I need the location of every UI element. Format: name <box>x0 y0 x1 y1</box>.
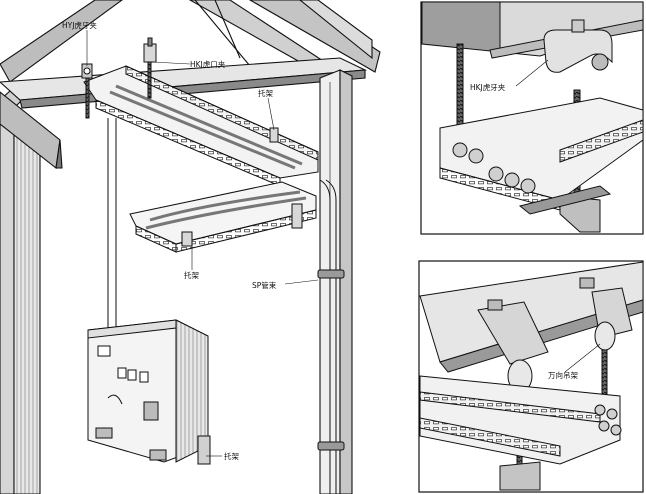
label-hkj-clamp: HKJ虎口夹 <box>190 59 226 69</box>
label-detail-hkj: HKJ虎牙夹 <box>470 82 506 92</box>
detail-top-structure <box>421 1 644 233</box>
sp-pipe-clips <box>317 269 345 451</box>
detail-bottom-structure <box>419 261 644 491</box>
label-hyj-clamp: HYJ虎牙夹 <box>62 20 97 30</box>
detail-top-leader <box>515 59 549 87</box>
electrical-cabinet <box>87 319 211 465</box>
label-bracket-mid: 托架 <box>184 270 199 280</box>
hanger-hardware <box>81 37 303 247</box>
main-view: HYJ虎牙夹 HKJ虎口夹 托架 托架 SP管束 托架 <box>0 0 381 494</box>
label-bracket-top: 托架 <box>258 88 273 98</box>
detail-bottom-frame <box>418 260 644 493</box>
detail-bottom: 万向吊架 <box>418 260 644 493</box>
detail-top: HKJ虎牙夹 <box>420 1 644 235</box>
cable-tray-lower <box>129 181 317 253</box>
leader-lines <box>86 30 319 457</box>
detail-bottom-leader <box>564 343 601 373</box>
label-universal-hanger: 万向吊架 <box>548 370 578 380</box>
label-sp-pipe-clip: SP管束 <box>252 280 277 290</box>
conduit <box>107 118 337 494</box>
label-bracket-bottom: 托架 <box>224 451 239 461</box>
